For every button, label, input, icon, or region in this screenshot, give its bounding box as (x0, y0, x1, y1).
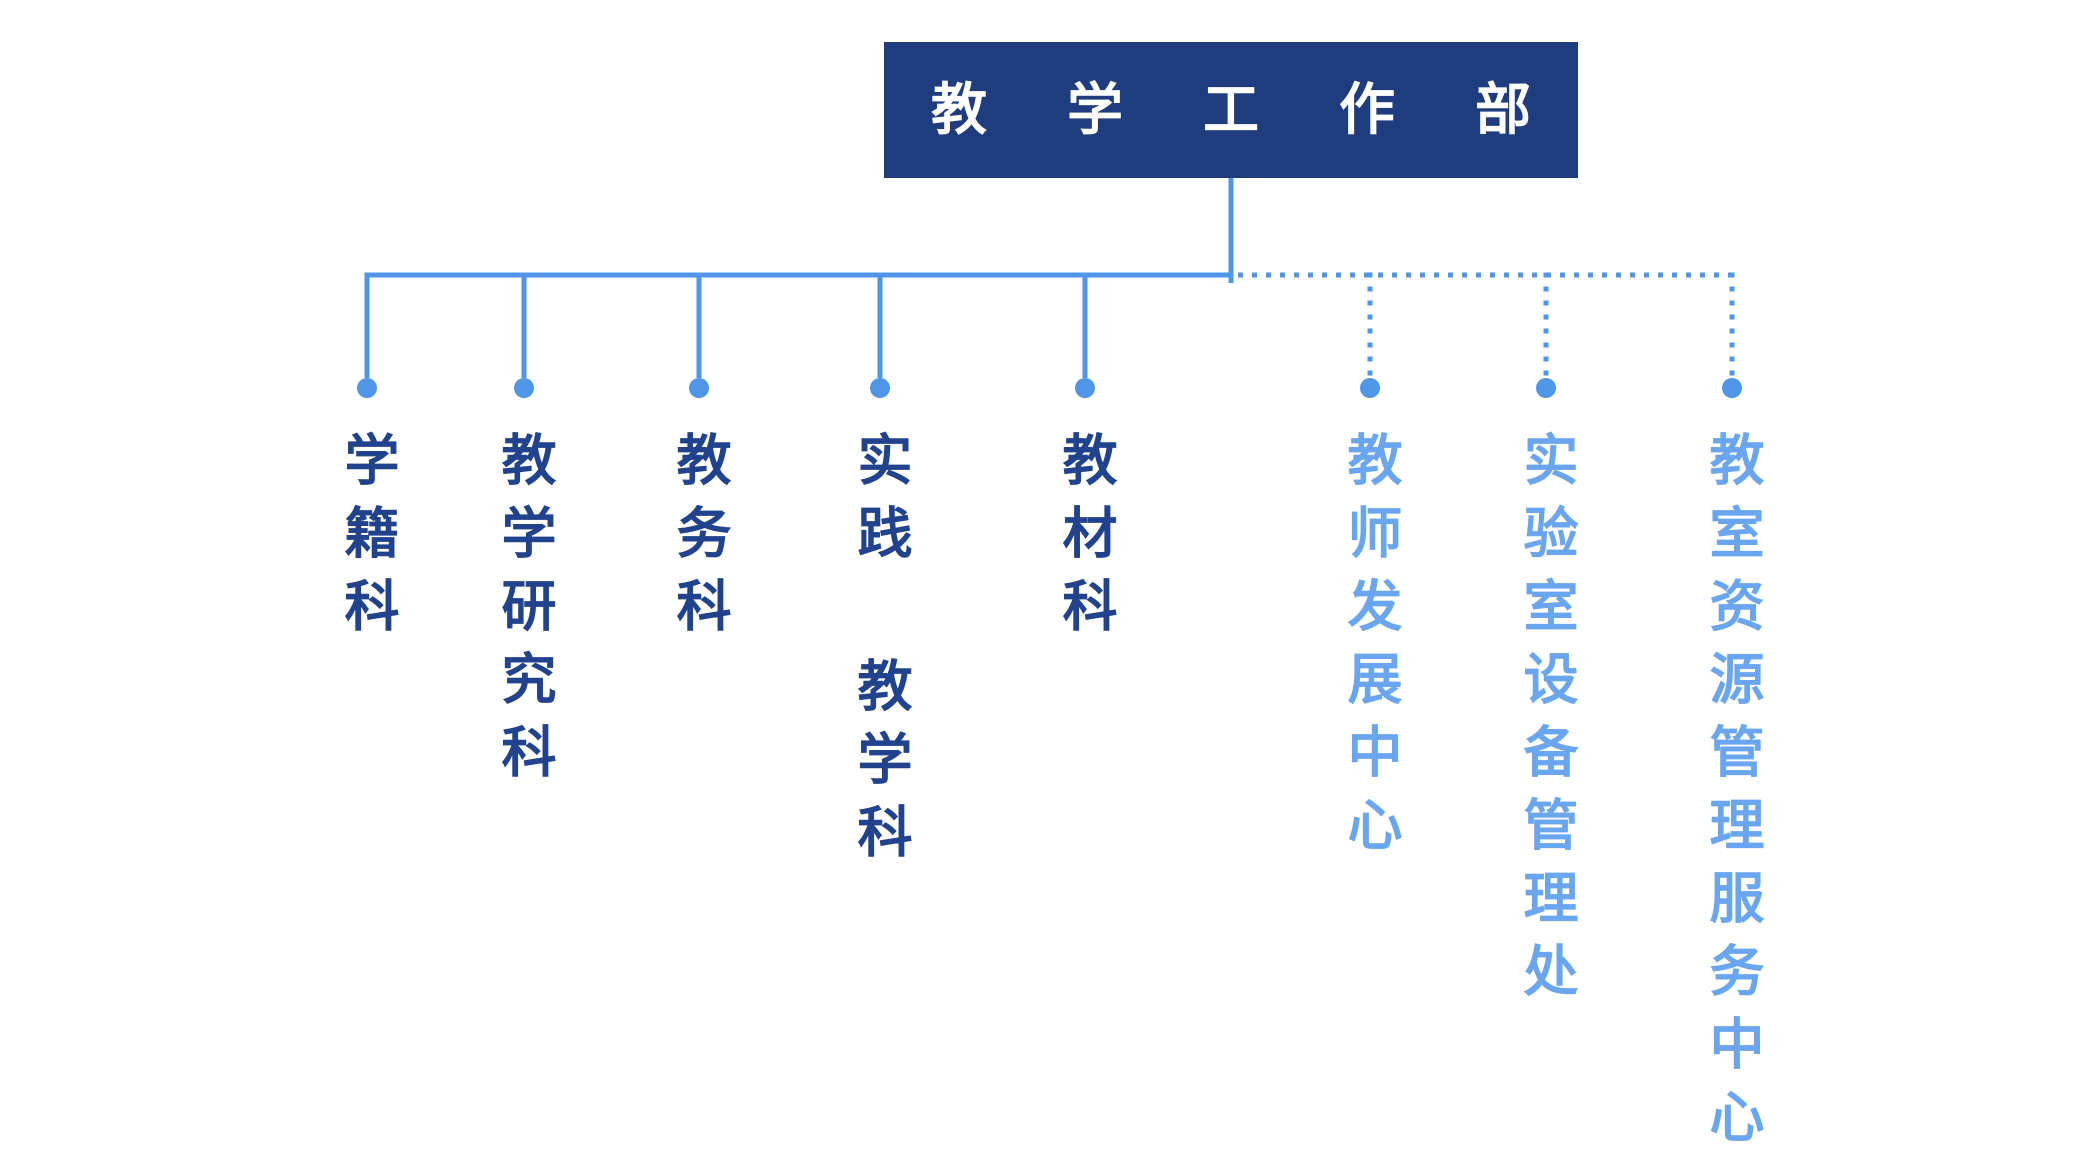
dept-label-6: 教师发展中心 (1339, 431, 1401, 869)
branch-dot-8 (1722, 378, 1742, 398)
dept-label-7: 实验室设备管理处 (1515, 431, 1577, 1015)
root-node-box: 教学工作部 (884, 42, 1578, 178)
branch-dot-6 (1360, 378, 1380, 398)
dept-label-1: 学籍科 (336, 431, 398, 650)
dept-label-8: 教室资源管理服务中心 (1701, 431, 1763, 1161)
branch-dot-3 (689, 378, 709, 398)
branch-dot-2 (514, 378, 534, 398)
dept-label-3: 教务科 (668, 431, 730, 650)
branch-dot-7 (1536, 378, 1556, 398)
root-node-label: 教学工作部 (931, 78, 1611, 141)
dept-label-4: 实践 教学科 (849, 431, 911, 876)
branch-dot-1 (357, 378, 377, 398)
branch-dot-4 (870, 378, 890, 398)
dept-label-5: 教材科 (1054, 431, 1116, 650)
dept-label-2: 教学研究科 (493, 431, 555, 796)
branch-dot-5 (1075, 378, 1095, 398)
